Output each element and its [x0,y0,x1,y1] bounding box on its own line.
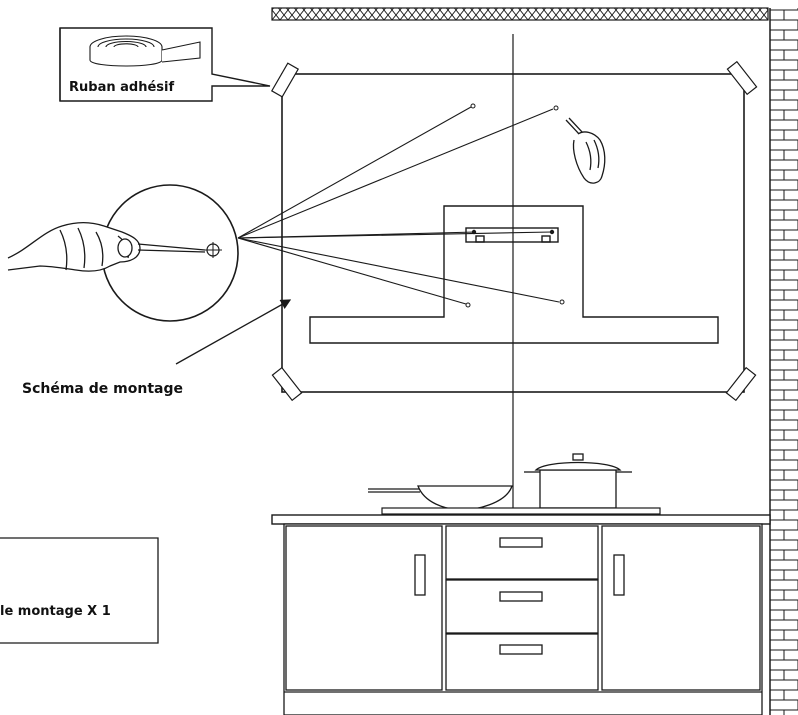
template-label: Schéma de montage [22,381,183,397]
cooking-pot-icon [524,453,632,509]
frying-pan-icon [368,485,513,511]
hand-pen-icon [565,117,606,184]
drawer-bottom [445,633,599,691]
range-hood-icon [309,205,719,344]
drill-marks [465,103,565,308]
drawer-handle [499,644,543,655]
countertop [271,514,771,525]
drill-mark [470,103,476,109]
tape-strips [270,60,758,402]
drawer-top [445,525,599,580]
drawer-middle [445,579,599,634]
drill-mark [559,299,565,305]
mounting-bracket [465,227,559,243]
tape-strip-bottom-left [271,366,303,402]
mounting-template-sheet [281,73,745,393]
tape-strip-top-right [726,60,758,96]
tape-strip-bottom-right [725,366,757,402]
hand-drill-icon [7,221,206,272]
cooktop-icon [381,507,661,515]
door-handle [414,554,426,596]
template-callout: Schéma de montage [22,299,292,397]
kit-item-label: le montage X 1 [0,604,111,619]
tape-callout: Ruban adhésif [59,27,271,102]
tape-strip-top-left [270,62,300,98]
drawer-handle [499,537,543,548]
ceiling [271,7,769,21]
drawer-handle [499,591,543,602]
door-handle [613,554,625,596]
tape-label: Ruban adhésif [69,80,174,95]
cabinet-door-left [285,525,443,691]
drill-mark [553,105,559,111]
cabinet-door-right [601,525,761,691]
magnifier-detail [7,184,239,322]
brick-wall-icon [769,8,798,715]
kit-item-box: le montage X 1 [0,537,159,644]
drill-mark [465,302,471,308]
projection-lines [237,106,560,305]
tape-roll-icon [89,35,201,67]
kitchen-cabinet-icon [283,523,763,715]
